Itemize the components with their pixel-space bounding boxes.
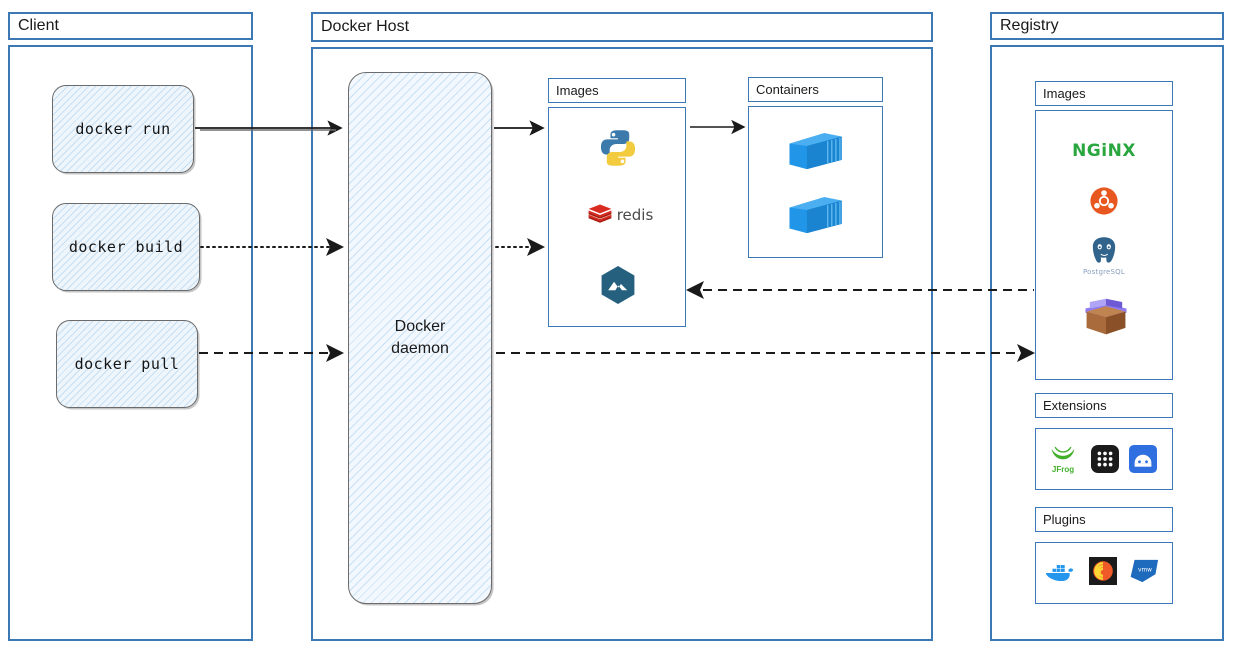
jfrog-label: JFrog (1051, 464, 1075, 474)
open-box-logo (1078, 292, 1134, 340)
command-box-docker-pull[interactable]: docker pull (56, 320, 198, 408)
redis-label: redis (616, 206, 654, 224)
python-logo (595, 125, 641, 171)
client-zone-header: Client (8, 12, 253, 40)
daemon-line-2: daemon (391, 340, 449, 357)
containers-title: Containers (756, 82, 819, 97)
nginx-label: NGiNX (1072, 141, 1136, 161)
command-label: docker pull (74, 355, 180, 373)
client-zone-title: Client (18, 17, 59, 34)
docker-daemon-box[interactable]: Docker daemon (348, 72, 492, 604)
postgresql-logo: PostgreSQL (1078, 232, 1130, 278)
host-zone-title: Docker Host (321, 18, 410, 35)
command-box-docker-build[interactable]: docker build (52, 203, 200, 291)
ubuntu-logo (1088, 185, 1120, 217)
container-icon (785, 190, 845, 238)
redis-logo: redis (585, 200, 655, 230)
postgresql-label: PostgreSQL (1083, 268, 1125, 276)
command-box-docker-run[interactable]: docker run (52, 85, 194, 173)
host-images-title: Images (556, 83, 599, 98)
containers-header: Containers (748, 77, 883, 102)
registry-plugins-header: Plugins (1035, 507, 1173, 532)
nginx-logo: NGiNX (1058, 138, 1150, 164)
registry-extensions-header: Extensions (1035, 393, 1173, 418)
svg-text:vmw: vmw (1138, 568, 1152, 574)
command-label: docker build (68, 238, 184, 256)
registry-images-header: Images (1035, 81, 1173, 106)
alpine-hex-logo (596, 263, 640, 307)
command-label: docker run (75, 120, 171, 138)
dot-grid-logo (1090, 444, 1120, 474)
container-icon (785, 126, 845, 174)
vmware-logo: vmw (1127, 556, 1163, 586)
containers-body (748, 106, 883, 258)
host-zone-header: Docker Host (311, 12, 933, 42)
registry-plugins-title: Plugins (1043, 512, 1086, 527)
docker-daemon-label: Docker daemon (391, 316, 449, 359)
host-images-header: Images (548, 78, 686, 103)
blue-arch-logo (1128, 444, 1158, 474)
daemon-line-1: Docker (394, 318, 446, 336)
grafana-logo (1088, 556, 1118, 586)
registry-zone-header: Registry (990, 12, 1224, 40)
docker-whale-logo (1043, 556, 1079, 590)
registry-images-title: Images (1043, 86, 1086, 101)
registry-zone-title: Registry (1000, 17, 1059, 34)
registry-extensions-title: Extensions (1043, 398, 1107, 413)
jfrog-logo: JFrog (1046, 442, 1080, 476)
